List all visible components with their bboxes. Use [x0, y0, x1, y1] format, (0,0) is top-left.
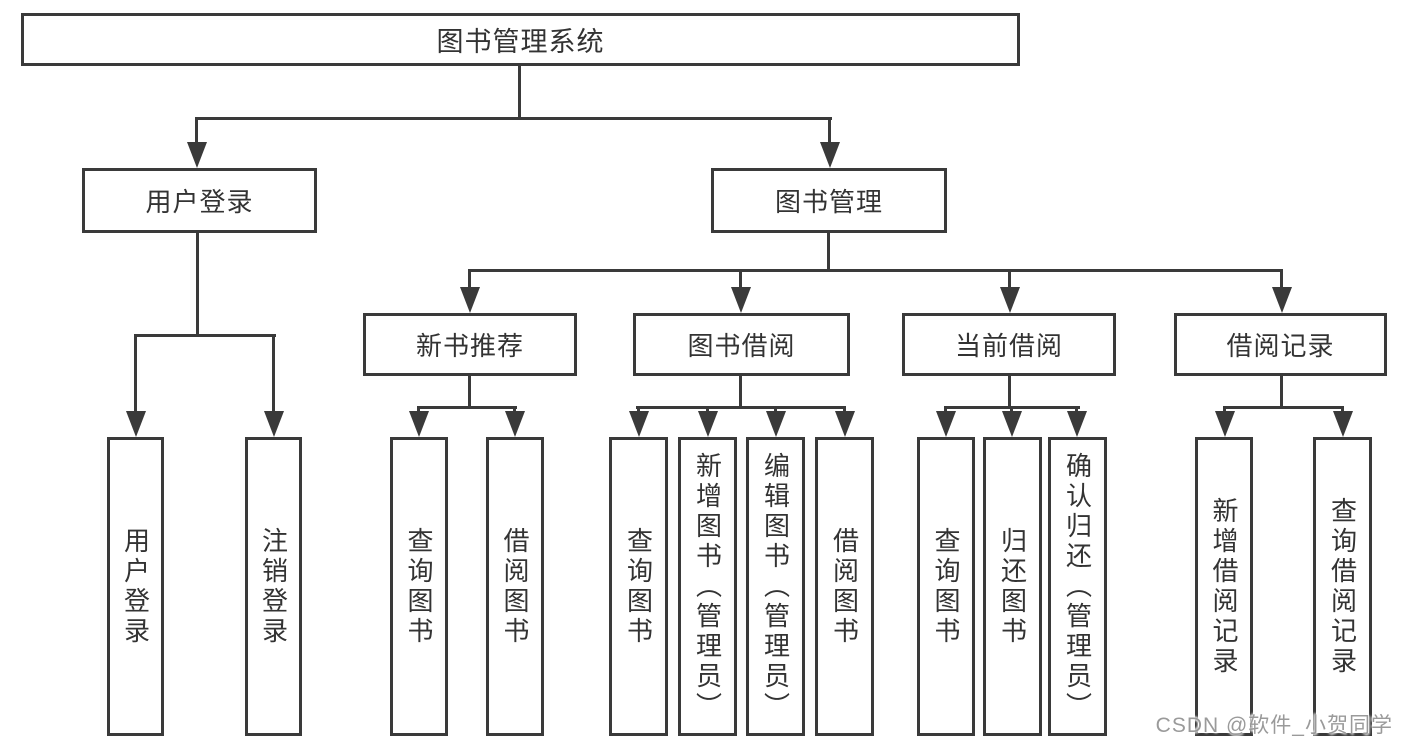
- leaf-borrow-edit-books-admin: 编辑图书（管理员）: [746, 437, 805, 736]
- arrow-down-to-borrow-edit: [765, 406, 786, 437]
- connector-borrow-rail: [636, 406, 846, 409]
- arrow-down-to-current-borrowing: [999, 269, 1020, 313]
- arrow-down-to-user-login: [186, 117, 207, 168]
- root-box-library-management-system: 图书管理系统: [21, 13, 1020, 66]
- arrow-down-to-book-management: [819, 117, 840, 168]
- node-book-management: 图书管理: [711, 168, 947, 233]
- connector-user-login-stem: [196, 231, 199, 336]
- arrow-down-to-book-borrowing: [730, 269, 751, 313]
- leaf-newbook-query-books: 查询图书: [390, 437, 448, 736]
- arrow-down-to-borrow-query: [628, 406, 649, 437]
- node-user-login: 用户登录: [82, 168, 317, 233]
- leaf-newbook-borrow-books: 借阅图书: [486, 437, 544, 736]
- leaf-records-query-record: 查询借阅记录: [1313, 437, 1372, 736]
- arrow-down-to-newbook-borrow: [504, 406, 525, 437]
- arrow-down-to-current-return: [1001, 406, 1022, 437]
- node-book-borrowing: 图书借阅: [633, 313, 850, 376]
- connector-records-rail: [1223, 406, 1344, 409]
- arrow-down-to-borrowing-records: [1271, 269, 1292, 313]
- connector-borrow-stem: [739, 374, 742, 408]
- arrow-down-to-leaf-user-login: [125, 334, 146, 437]
- leaf-current-confirm-return-admin: 确认归还（管理员）: [1048, 437, 1107, 736]
- leaf-borrow-add-books-admin: 新增图书（管理员）: [678, 437, 737, 736]
- arrow-down-to-current-query: [935, 406, 956, 437]
- connector-current-stem: [1008, 374, 1011, 408]
- leaf-borrow-query-books: 查询图书: [609, 437, 668, 736]
- arrow-down-to-leaf-logout: [263, 334, 284, 437]
- connector-newbook-rail: [417, 406, 517, 409]
- connector-records-stem: [1280, 374, 1283, 408]
- arrow-down-to-newbook-query: [408, 406, 429, 437]
- node-current-borrowing: 当前借阅: [902, 313, 1116, 376]
- connector-book-management-rail: [468, 269, 1282, 272]
- csdn-watermark: CSDN @软件_小贺同学: [1155, 714, 1393, 737]
- node-new-book-recommendation: 新书推荐: [363, 313, 577, 376]
- leaf-current-query-books: 查询图书: [917, 437, 975, 736]
- connector-root-rail: [195, 117, 832, 120]
- connector-root-stem: [518, 66, 521, 118]
- arrow-down-to-borrow-borrow: [834, 406, 855, 437]
- arrow-down-to-records-add: [1214, 406, 1235, 437]
- arrow-down-to-current-confirm: [1066, 406, 1087, 437]
- arrow-down-to-records-query: [1332, 406, 1353, 437]
- leaf-logout: 注销登录: [245, 437, 302, 736]
- connector-user-login-rail: [134, 334, 276, 337]
- connector-book-management-stem: [827, 231, 830, 272]
- leaf-borrow-borrow-books: 借阅图书: [815, 437, 874, 736]
- leaf-user-login: 用户登录: [107, 437, 164, 736]
- arrow-down-to-borrow-add: [697, 406, 718, 437]
- connector-newbook-stem: [468, 374, 471, 408]
- arrow-down-to-new-book-recommendation: [459, 269, 480, 313]
- leaf-current-return-books: 归还图书: [983, 437, 1042, 736]
- leaf-records-add-record: 新增借阅记录: [1195, 437, 1253, 736]
- node-borrowing-records: 借阅记录: [1174, 313, 1387, 376]
